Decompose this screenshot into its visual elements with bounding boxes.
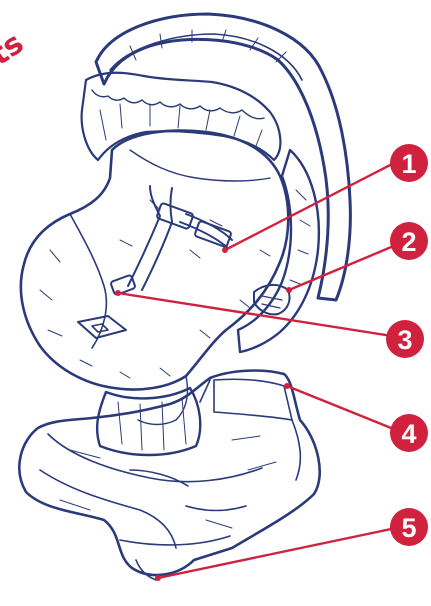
crotch-buckle xyxy=(110,275,135,296)
seat-cover xyxy=(21,131,288,425)
canopy xyxy=(82,73,281,160)
callout-5: 5 xyxy=(390,508,428,546)
seat-base xyxy=(19,371,319,580)
carrier-handle xyxy=(96,14,350,300)
leader-line-1 xyxy=(225,162,396,250)
callout-2: 2 xyxy=(390,222,428,260)
callout-number: 2 xyxy=(401,227,416,257)
callout-number: 5 xyxy=(401,513,416,543)
callout-number: 3 xyxy=(397,325,412,355)
callout-1: 1 xyxy=(390,144,428,182)
callout-4: 4 xyxy=(390,414,428,452)
leader-line-5 xyxy=(158,528,396,578)
callout-number: 4 xyxy=(401,419,416,449)
harness xyxy=(78,186,232,338)
callout-number: 1 xyxy=(401,149,416,179)
cropped-heading-text: ts xyxy=(0,26,30,73)
callout-3: 3 xyxy=(386,320,424,358)
